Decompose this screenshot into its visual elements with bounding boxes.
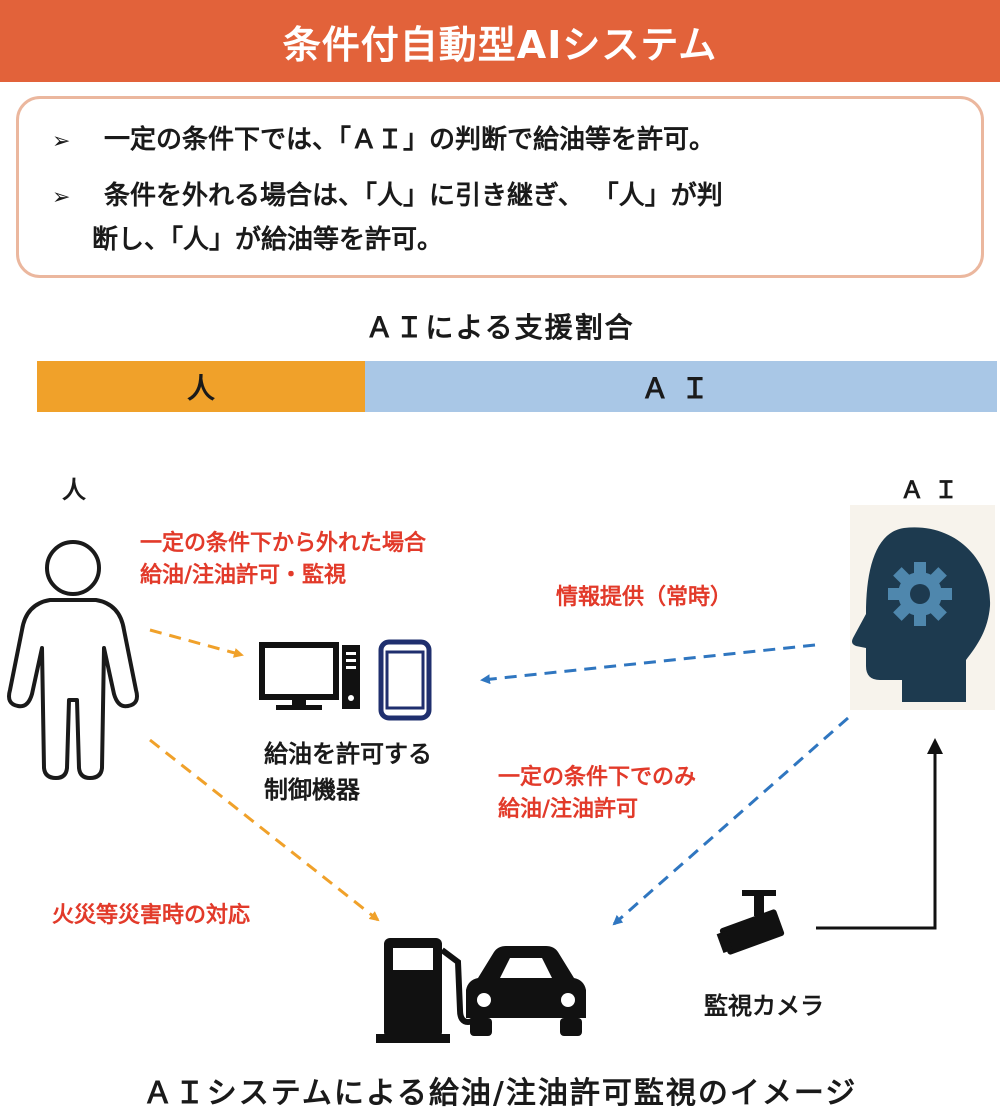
human-label: 人 (62, 476, 86, 504)
bullet-2-text-line-1: 条件を外れる場合は、「人」に引き継ぎ、 「人」が判 (104, 181, 723, 211)
ai-label: ＡＩ (900, 476, 968, 504)
bullet-arrow-icon: ➢ (52, 185, 71, 210)
arrow-camera-to-ai (816, 738, 943, 930)
page-title: 条件付自動型AIシステム (282, 22, 718, 67)
ratio-ai-label: ＡＩ (640, 371, 721, 405)
bullet-2-text-line-2: 断し、「人」が給油等を許可。 (92, 225, 444, 255)
camera-icon (716, 890, 785, 955)
diagram-caption: ＡＩシステムによる給油/注油許可監視のイメージ (142, 1076, 858, 1111)
person-icon (7, 540, 139, 780)
disaster-response-label: 火災等災害時の対応 (52, 903, 251, 928)
ai-condition-line-1: 一定の条件下でのみ (498, 765, 697, 790)
ai-condition-label: 一定の条件下でのみ 給油/注油許可 (498, 762, 696, 826)
summary-bullet-1: ➢ 一定の条件下では、「ＡＩ」の判断で給油等を許可。 (52, 120, 715, 162)
bullet-arrow-icon: ➢ (52, 129, 71, 154)
arrow-human-to-device (149, 628, 244, 658)
ratio-bar-ai: ＡＩ (365, 361, 997, 412)
monitor-icon (259, 642, 360, 710)
summary-box (16, 96, 984, 278)
gear-icon (888, 562, 952, 626)
arrow-human-to-pump (149, 738, 380, 922)
human-condition-line-2: 給油/注油許可・監視 (140, 563, 347, 588)
tablet-icon (378, 639, 432, 721)
ai-head-icon (850, 505, 995, 710)
summary-bullet-2: ➢ 条件を外れる場合は、「人」に引き継ぎ、 「人」が判 (52, 176, 912, 218)
ratio-bar-human: 人 (37, 361, 365, 412)
arrow-ai-to-device (480, 643, 816, 685)
control-device-line-1: 給油を許可する (264, 740, 432, 768)
arrow-ai-to-pump (612, 716, 849, 926)
control-device-line-2: 制御機器 (264, 776, 360, 804)
bullet-1-text: 一定の条件下では、「ＡＩ」の判断で給油等を許可。 (104, 125, 716, 155)
control-device-label: 給油を許可する 制御機器 (264, 736, 432, 808)
title-bar: 条件付自動型AIシステム (0, 0, 1000, 82)
info-provision-label: 情報提供（常時） (556, 585, 733, 610)
car-icon (466, 946, 586, 1036)
camera-label: 監視カメラ (704, 992, 824, 1020)
human-condition-label: 一定の条件下から外れた場合 給油/注油許可・監視 (140, 528, 426, 592)
fuel-pump-icon (376, 938, 479, 1043)
ai-condition-line-2: 給油/注油許可 (498, 797, 639, 822)
human-condition-line-1: 一定の条件下から外れた場合 (140, 531, 427, 556)
ratio-title: ＡＩによる支援割合 (365, 311, 635, 344)
ratio-human-label: 人 (186, 371, 215, 405)
